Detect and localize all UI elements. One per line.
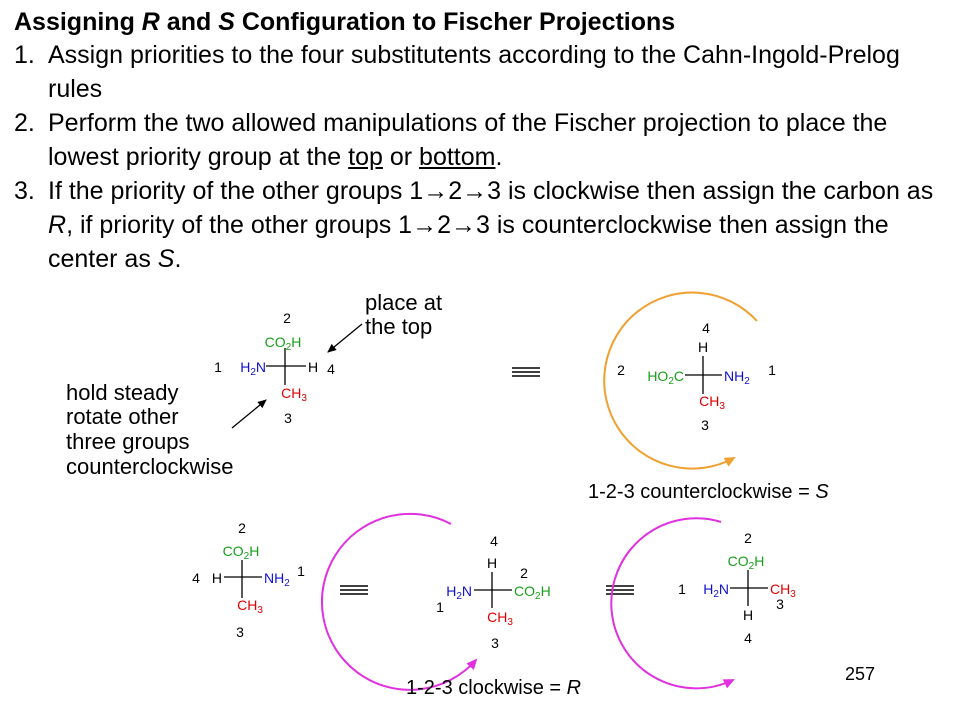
annotation-place-top: place at the top [327, 290, 442, 353]
top-group: CO2H [265, 334, 302, 353]
right-group: CH3 [770, 581, 796, 600]
right-group: NH2 [264, 570, 290, 589]
step-2: 2.Perform the two allowed manipulations … [14, 109, 888, 171]
priority-label: 2 [617, 362, 625, 378]
page-title: Assigning R and S Configuration to Fisch… [14, 8, 676, 36]
priority-label: 2 [238, 520, 246, 536]
bottom-group: CH3 [487, 609, 513, 628]
equivalence-sign [340, 585, 368, 595]
arrow-line [327, 323, 363, 353]
right-group: H [308, 359, 318, 375]
svg-text:rotate other: rotate other [66, 404, 179, 429]
fischer-molecule-3: CO2H H NH2 CH3 2 4 1 3 [192, 520, 305, 640]
equivalence-sign [606, 585, 634, 595]
rotation-arc [321, 512, 478, 691]
top-group: H [487, 555, 497, 571]
top-group: CO2H [728, 553, 765, 572]
result-r-label: 1-2-3 clockwise = R [406, 677, 581, 699]
step-3: 3.If the priority of the other groups 1→… [14, 177, 934, 273]
page-number: 257 [845, 664, 876, 684]
bottom-group: CH3 [281, 385, 307, 404]
equivalence-sign [512, 367, 540, 377]
svg-text:the top: the top [365, 314, 432, 339]
result-s-label: 1-2-3 counterclockwise = S [588, 481, 829, 503]
step-1: 1.Assign priorities to the four substitu… [14, 41, 900, 103]
svg-text:three groups: three groups [66, 429, 190, 454]
arrow-line [231, 399, 267, 429]
left-group: H2N [703, 581, 729, 600]
priority-label: 2 [520, 565, 528, 581]
fischer-molecule-1: CO2H H2N H CH3 2 1 4 3 [214, 310, 335, 426]
left-group: H [212, 570, 222, 586]
top-group: H [698, 339, 708, 355]
svg-text:counterclockwise: counterclockwise [66, 454, 234, 479]
priority-label: 2 [283, 310, 291, 326]
priority-label: 4 [192, 570, 200, 586]
rotation-arc [603, 291, 758, 470]
priority-label: 4 [744, 630, 752, 646]
priority-label: 4 [490, 533, 498, 549]
bottom-group: CH3 [237, 597, 263, 616]
priority-label: 3 [701, 417, 709, 433]
bottom-group: CH3 [699, 393, 725, 412]
priority-label: 3 [284, 410, 292, 426]
priority-label: 1 [436, 599, 444, 615]
right-group: CO2H [514, 583, 551, 602]
priority-label: 1 [214, 359, 222, 375]
fischer-molecule-5: CO2H H2N CH3 H 2 1 3 4 [610, 517, 796, 690]
left-group: H2N [446, 583, 472, 602]
priority-label: 1 [297, 563, 305, 579]
right-group: NH2 [724, 368, 750, 387]
priority-label: 3 [236, 624, 244, 640]
bottom-group: H [743, 607, 753, 623]
svg-text:place at: place at [365, 290, 442, 315]
left-group: H2N [240, 359, 266, 378]
priority-label: 4 [702, 320, 710, 336]
priority-label: 1 [768, 362, 776, 378]
priority-label: 4 [327, 361, 335, 377]
fischer-molecule-2: H HO2C NH2 CH3 4 2 1 3 [603, 291, 776, 470]
priority-label: 1 [678, 581, 686, 597]
svg-text:hold steady: hold steady [66, 380, 179, 405]
text-block: Assigning R and S Configuration to Fisch… [14, 6, 954, 276]
rotation-arc [610, 517, 735, 690]
priority-label: 2 [744, 530, 752, 546]
annotation-hold-steady: hold steady rotate other three groups co… [66, 380, 267, 479]
top-group: CO2H [223, 543, 260, 562]
left-group: HO2C [647, 368, 684, 387]
priority-label: 3 [776, 596, 784, 612]
fischer-molecule-4: H H2N CO2H CH3 4 2 1 3 [321, 512, 551, 691]
priority-label: 3 [491, 635, 499, 651]
